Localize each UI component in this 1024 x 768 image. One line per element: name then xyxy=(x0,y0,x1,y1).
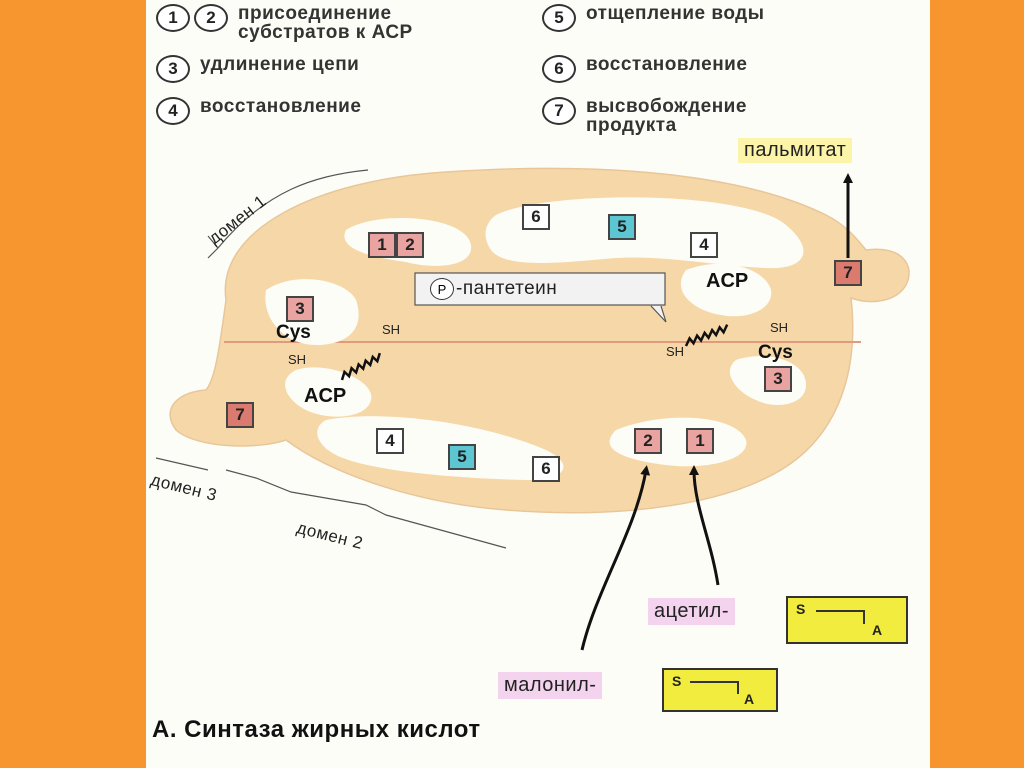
sh-left-lower: SH xyxy=(288,352,306,367)
acetyl-coa-icon: S A xyxy=(786,596,908,644)
acp-label-bottom: ACP xyxy=(304,385,346,408)
sh-left-upper: SH xyxy=(382,322,400,337)
malonyl-label: малонил- xyxy=(498,672,602,699)
coa-s: S xyxy=(796,601,805,617)
cys-label-left: Cys xyxy=(276,322,311,344)
step-box-6-top: 6 xyxy=(522,204,550,230)
step-box-4-top: 4 xyxy=(690,232,718,258)
coa-a: A xyxy=(744,691,754,707)
pantetein-callout: P -пантетеин xyxy=(414,272,666,306)
step-box-2-bottom: 2 xyxy=(634,428,662,454)
sh-right-cys: SH xyxy=(770,320,788,335)
acetyl-label: ацетил- xyxy=(648,598,735,625)
coa-s: S xyxy=(672,673,681,689)
step-box-3-bottom: 3 xyxy=(764,366,792,392)
malonyl-coa-icon: S A xyxy=(662,668,778,712)
product-label: пальмитат xyxy=(738,138,852,163)
pantetein-label: -пантетеин xyxy=(456,278,557,300)
sh-right-acp: SH xyxy=(666,344,684,359)
enzyme-diagram xyxy=(146,0,930,768)
step-box-1-bottom: 1 xyxy=(686,428,714,454)
coa-bracket xyxy=(788,598,906,642)
phosphate-icon: P xyxy=(430,278,454,300)
step-box-7-top: 7 xyxy=(834,260,862,286)
step-box-6-bottom: 6 xyxy=(532,456,560,482)
step-box-4-bottom: 4 xyxy=(376,428,404,454)
coa-a: A xyxy=(872,622,882,638)
cys-label-right: Cys xyxy=(758,342,793,364)
figure-panel: 1 2 присоединение субстратов к АСР 3 удл… xyxy=(146,0,930,768)
step-box-3-top: 3 xyxy=(286,296,314,322)
step-box-7-bottom: 7 xyxy=(226,402,254,428)
step-box-1-top: 1 xyxy=(368,232,396,258)
acp-label-top: ACP xyxy=(706,270,748,293)
step-box-2-top: 2 xyxy=(396,232,424,258)
step-box-5-top: 5 xyxy=(608,214,636,240)
step-box-5-bottom: 5 xyxy=(448,444,476,470)
domain-3-bracket xyxy=(156,458,208,470)
figure-caption: А. Синтаза жирных кислот xyxy=(152,716,481,744)
